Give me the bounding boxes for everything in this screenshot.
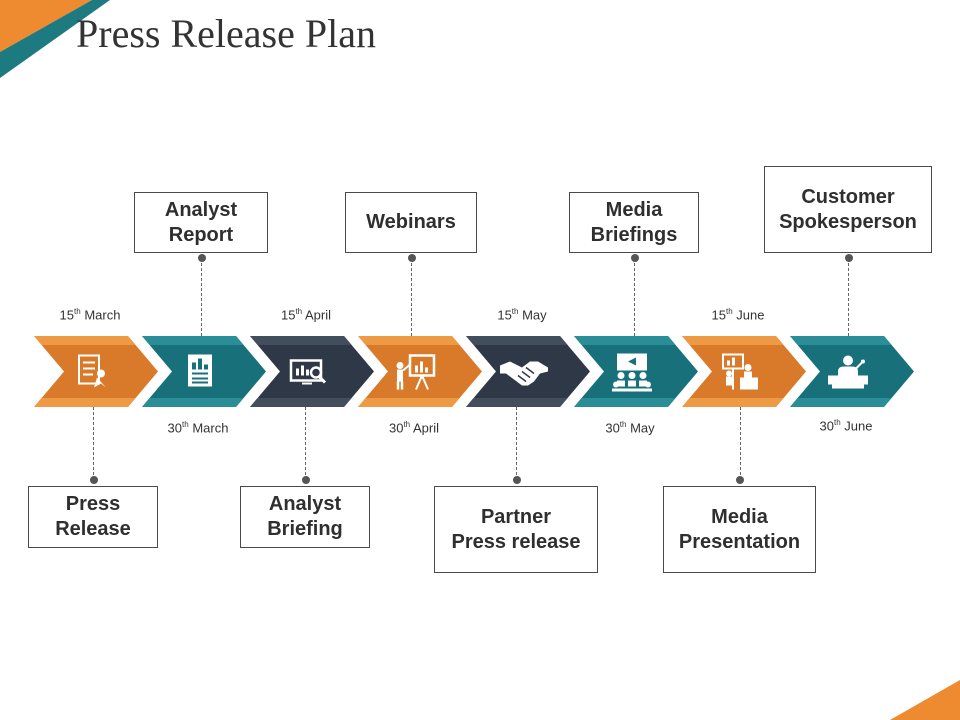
milestone-box: Analyst Report xyxy=(134,192,268,253)
date-day: 30 xyxy=(388,420,404,436)
date-suffix: th xyxy=(725,307,733,316)
page-title: Press Release Plan xyxy=(76,11,376,56)
milestone-box: Media Briefings xyxy=(569,192,699,253)
connector-line xyxy=(516,407,517,480)
connector-line xyxy=(411,258,412,336)
timeline-chevron xyxy=(790,336,914,407)
milestone-box: Analyst Briefing xyxy=(240,486,370,548)
date-suffix: th xyxy=(619,420,627,429)
date-label: 30th June xyxy=(820,418,873,433)
connector-line xyxy=(739,407,741,480)
connector-line xyxy=(201,258,202,336)
milestone-box: Webinars xyxy=(345,192,477,253)
date-label: 30th March xyxy=(168,420,229,435)
chevron-band-top xyxy=(358,336,460,345)
timeline-chevron xyxy=(358,336,482,407)
date-month: June xyxy=(844,418,873,434)
document-icon xyxy=(78,354,106,388)
chevron-band-bottom xyxy=(682,398,784,407)
date-label: 15th April xyxy=(281,307,331,322)
presenter-board-icon xyxy=(396,354,436,390)
date-month: May xyxy=(630,420,655,436)
date-month: April xyxy=(305,307,332,323)
date-day: 30 xyxy=(167,420,183,436)
date-suffix: th xyxy=(511,307,519,316)
date-label: 15th May xyxy=(497,307,546,322)
connector-line xyxy=(634,258,635,336)
date-month: June xyxy=(736,307,765,323)
chevron-band-bottom xyxy=(574,398,676,407)
date-suffix: th xyxy=(403,420,411,429)
date-label: 30th April xyxy=(389,420,439,435)
date-label: 30th May xyxy=(605,420,654,435)
chevron-body xyxy=(34,336,158,407)
connector-dot xyxy=(844,254,853,262)
milestone-box: Press Release xyxy=(28,486,158,548)
connector-dot xyxy=(89,476,98,484)
date-month: May xyxy=(522,307,547,323)
chevron-body xyxy=(574,336,698,407)
date-suffix: th xyxy=(833,418,841,427)
date-month: April xyxy=(413,420,440,436)
timeline-chevron xyxy=(34,336,158,407)
chevron-band-bottom xyxy=(142,398,244,407)
connector-line xyxy=(305,407,306,480)
corner-accent-bottom-right xyxy=(890,680,960,720)
date-label: 15th March xyxy=(60,307,121,322)
connector-line xyxy=(93,407,94,480)
chevron-band-bottom xyxy=(250,398,352,407)
connector-dot xyxy=(630,254,639,262)
chevron-band-bottom xyxy=(466,398,568,407)
date-day: 15 xyxy=(59,307,75,323)
timeline-chevron xyxy=(574,336,698,407)
chevron-band-top xyxy=(682,336,784,345)
presentation-icon xyxy=(722,353,758,390)
date-day: 30 xyxy=(605,420,620,436)
monitor-analytics-icon xyxy=(289,359,327,385)
chevron-band-top xyxy=(790,336,892,345)
milestone-box: Media Presentation xyxy=(663,486,816,573)
date-suffix: th xyxy=(182,420,189,429)
connector-dot xyxy=(197,254,206,262)
chevron-band-top xyxy=(466,336,568,345)
timeline-chevron xyxy=(142,336,266,407)
date-day: 30 xyxy=(819,418,834,434)
handshake-icon xyxy=(500,361,548,386)
connector-line xyxy=(848,258,849,336)
date-label: 15th June xyxy=(712,307,765,322)
chevron-band-top xyxy=(250,336,352,345)
connector-dot xyxy=(407,254,416,262)
chevron-band-bottom xyxy=(790,398,892,407)
chevron-band-bottom xyxy=(358,398,460,407)
date-month: March xyxy=(84,307,121,323)
date-month: March xyxy=(192,420,229,436)
audience-screen-icon xyxy=(612,353,652,392)
chevron-band-top xyxy=(574,336,676,345)
connector-dot xyxy=(301,476,310,484)
timeline-chevron xyxy=(250,336,374,407)
speaker-podium-icon xyxy=(828,355,868,389)
timeline-chevron xyxy=(466,336,590,407)
timeline-chevron xyxy=(682,336,806,407)
date-suffix: th xyxy=(74,307,81,316)
chevron-band-bottom xyxy=(34,398,136,407)
milestone-box: Customer Spokesperson xyxy=(764,166,932,253)
chevron-band-top xyxy=(142,336,244,345)
date-day: 15 xyxy=(711,307,726,323)
connector-dot xyxy=(736,476,744,484)
chevron-band-top xyxy=(34,336,136,345)
date-day: 15 xyxy=(280,307,296,323)
milestone-box: Partner Press release xyxy=(434,486,598,573)
date-day: 15 xyxy=(497,307,512,323)
corner-accent-top-left xyxy=(0,0,110,78)
report-icon xyxy=(188,354,212,387)
date-suffix: th xyxy=(295,307,303,316)
connector-dot xyxy=(512,476,521,484)
